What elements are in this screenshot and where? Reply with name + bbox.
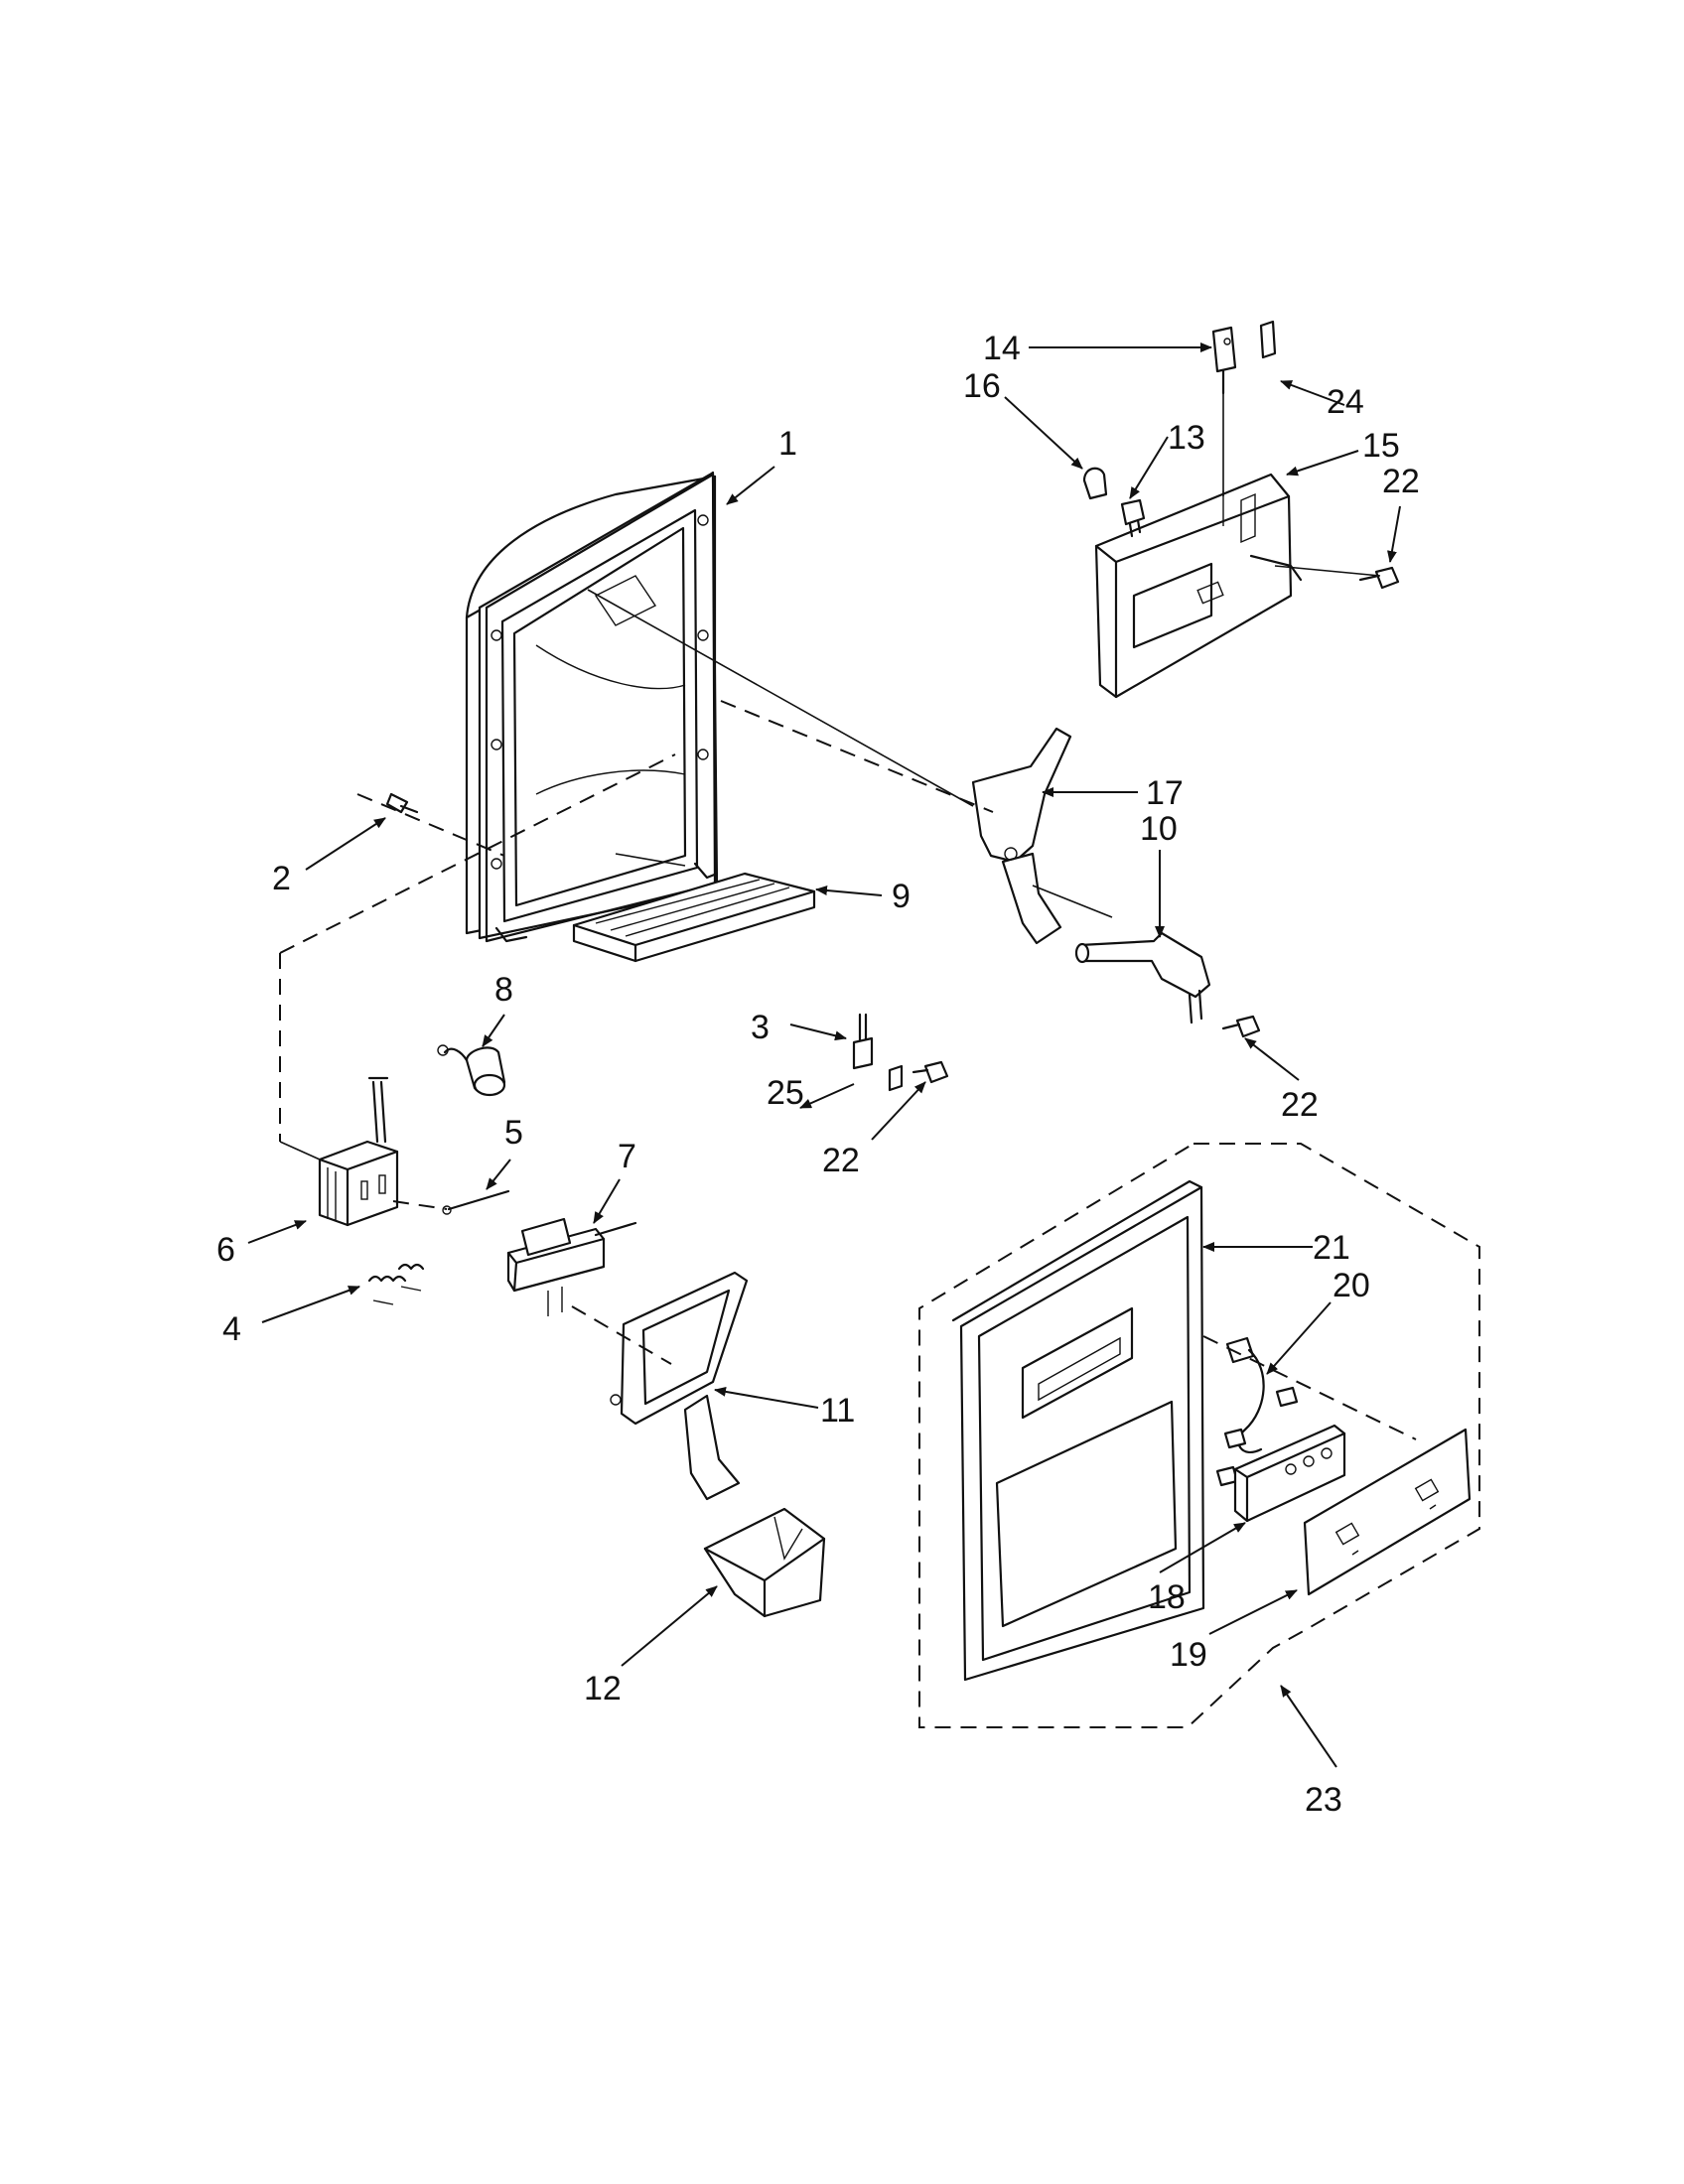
label-part-6: 6 xyxy=(216,1231,235,1269)
label-part-19: 19 xyxy=(1170,1636,1207,1674)
label-part-8: 8 xyxy=(494,971,513,1009)
part-2-screw xyxy=(385,792,419,814)
label-part-22-upper: 22 xyxy=(1382,463,1420,500)
part-10-arm xyxy=(1074,931,1211,1024)
part-16-bulb xyxy=(1082,467,1108,500)
part-8-solenoid xyxy=(437,1044,506,1097)
label-part-3: 3 xyxy=(751,1009,770,1046)
part-13-socket xyxy=(1120,498,1146,538)
part-12-bucket xyxy=(703,1507,826,1618)
assembly-lines xyxy=(279,393,1417,1440)
part-18-control-board xyxy=(1233,1424,1346,1523)
part-7-actuator xyxy=(506,1217,637,1316)
label-part-10: 10 xyxy=(1140,810,1178,848)
part-21-front-panel xyxy=(951,1179,1205,1682)
part-22-screw-center xyxy=(912,1060,949,1084)
label-part-16: 16 xyxy=(963,367,1001,405)
label-part-20: 20 xyxy=(1333,1267,1370,1304)
part-5-pin xyxy=(442,1189,510,1215)
label-part-9: 9 xyxy=(892,878,911,915)
label-part-17: 17 xyxy=(1146,774,1184,812)
leader-arrows xyxy=(247,342,1401,1768)
label-part-22-center: 22 xyxy=(822,1142,860,1179)
label-part-13: 13 xyxy=(1168,419,1205,457)
label-part-12: 12 xyxy=(584,1670,622,1707)
label-part-22-right: 22 xyxy=(1281,1086,1319,1124)
part-6-block xyxy=(318,1076,399,1227)
part-22-screw-upper xyxy=(1358,566,1400,590)
part-9-drip-tray xyxy=(572,872,816,963)
part-19-overlay xyxy=(1303,1428,1472,1596)
part-15-bracket xyxy=(1094,473,1303,699)
label-part-25: 25 xyxy=(767,1074,804,1112)
part-3-clip xyxy=(852,1013,874,1070)
part-25-plate xyxy=(888,1064,904,1092)
kit-outline-23 xyxy=(918,1143,1480,1728)
label-part-5: 5 xyxy=(504,1114,523,1152)
label-part-24: 24 xyxy=(1327,383,1364,421)
label-part-7: 7 xyxy=(618,1138,636,1175)
label-part-23: 23 xyxy=(1305,1781,1342,1819)
part-14-switch xyxy=(1211,326,1237,395)
label-part-15: 15 xyxy=(1362,427,1400,465)
label-part-4: 4 xyxy=(222,1310,241,1348)
part-17-lever xyxy=(971,727,1072,945)
part-4-springs xyxy=(367,1263,425,1305)
part-labels: 1 2 3 4 5 6 7 8 9 10 11 12 13 14 15 16 1… xyxy=(216,330,1420,1819)
part-11-chute xyxy=(610,1271,749,1501)
part-24-plate xyxy=(1259,320,1277,359)
label-part-18: 18 xyxy=(1148,1578,1186,1616)
label-part-1: 1 xyxy=(778,425,797,463)
part-20-harness xyxy=(1215,1336,1299,1487)
label-part-11: 11 xyxy=(820,1392,855,1430)
label-part-21: 21 xyxy=(1313,1229,1350,1267)
part-22-screw-right xyxy=(1221,1015,1261,1038)
label-part-2: 2 xyxy=(272,860,291,897)
part-1-housing-frame xyxy=(465,471,719,943)
label-part-14: 14 xyxy=(983,330,1021,367)
